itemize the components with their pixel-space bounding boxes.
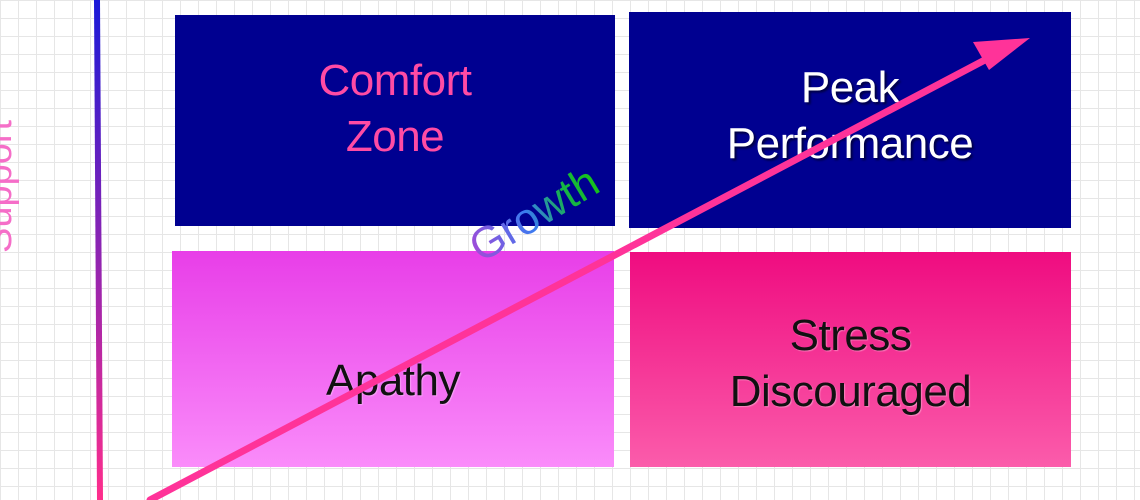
y-axis-line — [94, 0, 103, 500]
quadrant-comfort-zone: Comfort Zone — [175, 15, 615, 226]
quadrant-stress-label: Stress Discouraged — [729, 310, 972, 416]
quadrant-stress-discouraged: Stress Discouraged — [630, 252, 1071, 467]
quadrant-comfort-zone-label: Comfort Zone — [318, 55, 472, 161]
quadrant-peak-performance-label: Peak Performance — [726, 63, 974, 168]
